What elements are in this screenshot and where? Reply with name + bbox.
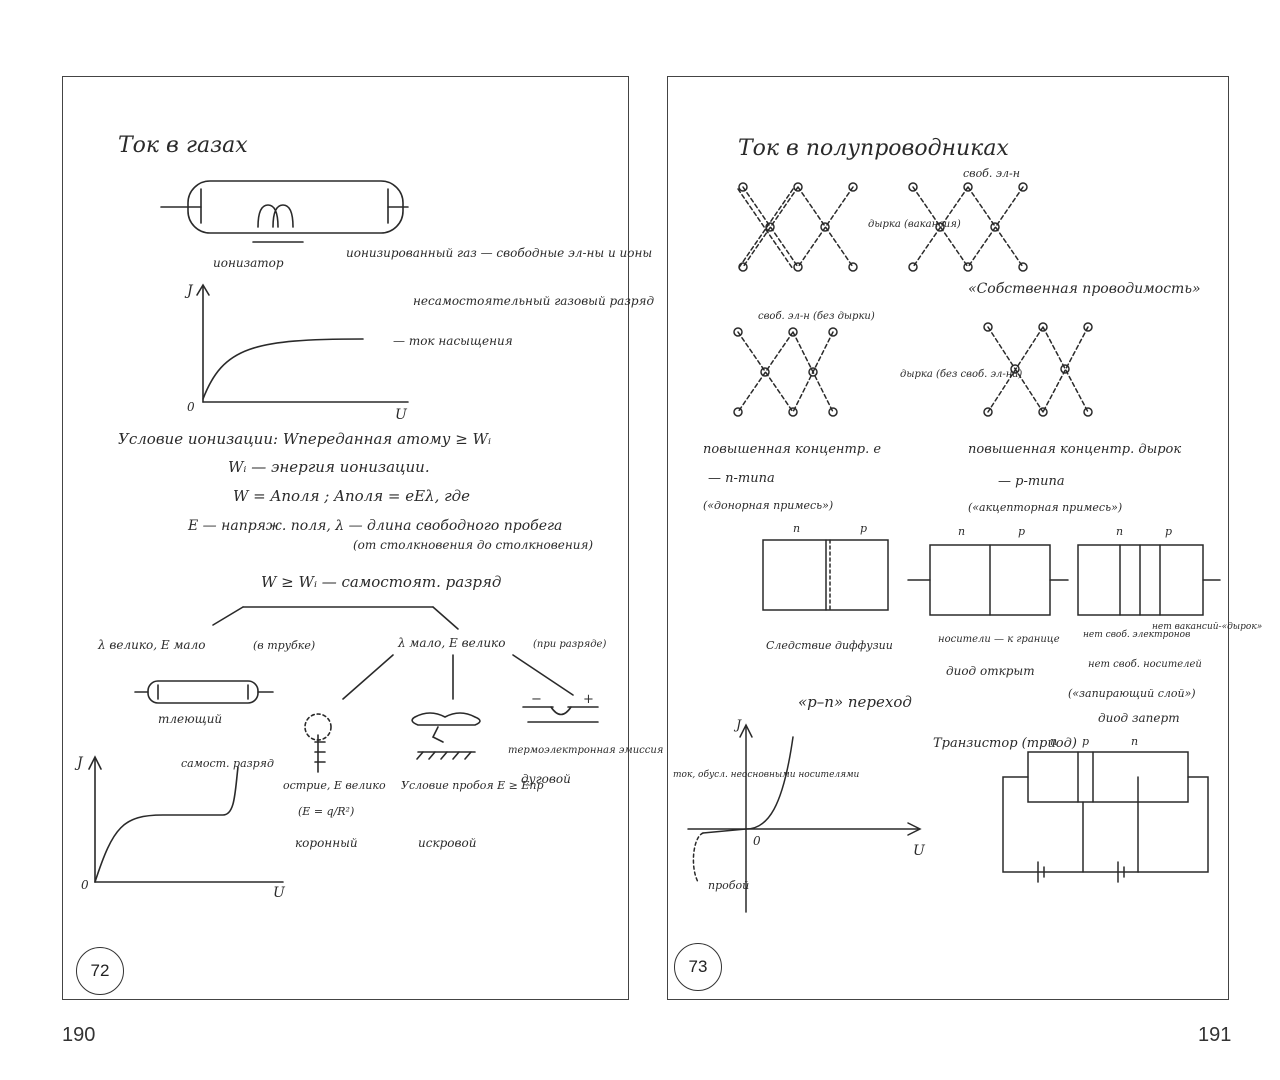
arc-icon — [522, 706, 599, 723]
breakdown-label: пробой — [708, 879, 749, 892]
corona-label: коронный — [295, 836, 358, 850]
branch-left-label: λ велико, E мало — [97, 638, 205, 652]
transistor-n1: n — [1050, 735, 1057, 748]
diffusion-label: Следствие диффузии — [766, 639, 893, 652]
pn-junction-title: «p–n» переход — [798, 693, 912, 711]
ionized-gas-label: ионизированный газ — свободные эл-ны и и… — [346, 246, 652, 260]
branch-right-note: (при разряде) — [533, 639, 606, 650]
spark-condition: Условие пробоя E ≥ Eпр — [401, 779, 544, 792]
ionization-condition: Условие ионизации: Wпереданная атому ≥ W… — [118, 430, 491, 448]
ionizer-label: ионизатор — [213, 256, 284, 270]
diode-open-label: диод открыт — [946, 664, 1035, 678]
gas-tube-diagram — [160, 180, 409, 243]
graph1-u-label: U — [395, 407, 408, 423]
saturation-graph — [196, 283, 409, 403]
transistor-circuit — [1002, 751, 1209, 883]
n-type-label: — n-типа — [708, 471, 775, 486]
hole-nofree-label: дырка (без своб. эл-на) — [900, 369, 1022, 380]
free-electron-nohole-label: своб. эл-н (без дырки) — [758, 311, 875, 322]
n-concentration-label: повышенная концентр. e — [703, 442, 881, 457]
box2-n: n — [958, 525, 965, 538]
glow-tube-icon — [134, 680, 274, 704]
pn-box-2 — [907, 544, 1069, 616]
spark-icon — [411, 712, 481, 760]
wi-definition: Wᵢ — энергия ионизации. — [228, 458, 430, 476]
arc-note: термоэлектронная эмиссия — [508, 745, 663, 756]
hole-label: дырка (вакансия) — [868, 219, 961, 230]
e-definition: E — напряж. поля, λ — длина свободного п… — [187, 518, 562, 534]
box3-n: n — [1116, 525, 1123, 538]
corona-note: острие, E велико — [283, 779, 386, 792]
box3-p: p — [1165, 525, 1172, 538]
left-page-drawing: Ток в газах ионизатор ионизированный газ… — [74, 133, 663, 901]
right-notebook-page: Ток в полупроводниках своб. эл-н дырка (… — [667, 76, 1262, 1000]
free-electron-label: своб. эл-н — [963, 167, 1020, 180]
self-discharge-graph-label: самост. разряд — [181, 757, 274, 770]
corona-formula: (E = q/R²) — [298, 805, 354, 818]
right-notebook-page-number: 73 — [674, 943, 722, 991]
spark-label: искровой — [418, 836, 476, 850]
corona-icon — [304, 713, 332, 773]
open-note: носители — к границе — [938, 634, 1060, 645]
arc-minus: − — [531, 692, 542, 707]
left-title: Ток в газах — [118, 133, 248, 158]
blocking-layer-label: («запирающий слой») — [1068, 687, 1196, 700]
lattice-n-atoms — [733, 327, 838, 417]
lattice-pure-left-atoms — [738, 182, 858, 272]
closed-right-note: нет вакансий-«дырок» — [1152, 622, 1262, 632]
lattice-n — [737, 331, 834, 413]
right-book-page-number: 191 — [1198, 1024, 1232, 1046]
pn-iv-graph — [687, 723, 922, 913]
self-discharge-graph — [88, 755, 284, 883]
saturation-label: — ток насыщения — [393, 334, 513, 348]
transistor-n2: n — [1131, 735, 1138, 748]
pn-box-1 — [762, 539, 889, 611]
closed-left-note: нет своб. электронов — [1083, 629, 1190, 640]
iv-j-label: J — [733, 718, 742, 733]
collision-note: (от столкновения до столкновения) — [353, 538, 593, 552]
own-conductivity-label: «Собственная проводимость» — [968, 281, 1201, 297]
box1-n: n — [793, 522, 800, 535]
iv-u-label: U — [913, 843, 926, 859]
right-page-drawing: Ток в полупроводниках своб. эл-н дырка (… — [673, 136, 1262, 913]
w-formula: W = Aполя ; Aполя = eEλ, где — [233, 487, 470, 505]
box2-p: p — [1018, 525, 1025, 538]
diode-closed-label: диод заперт — [1098, 711, 1180, 725]
lattice-p-atoms — [983, 322, 1093, 417]
lattice-pure-left — [737, 186, 854, 270]
graph1-origin: 0 — [187, 400, 195, 414]
left-book-page-number: 190 — [62, 1024, 96, 1046]
graph2-origin: 0 — [81, 878, 89, 892]
box1-p: p — [860, 522, 867, 535]
donor-label: («донорная примесь») — [703, 499, 833, 512]
iv-origin: 0 — [753, 834, 761, 848]
lattice-pure-right — [912, 186, 1024, 268]
discharge-tree-lines — [212, 606, 574, 700]
arc-plus: + — [583, 692, 594, 707]
p-concentration-label: повышенная концентр. дырок — [968, 442, 1181, 457]
right-title: Ток в полупроводниках — [738, 136, 1009, 161]
non-self-discharge-label: несамостоятельный газовый разряд — [413, 294, 654, 308]
graph1-j-label: J — [184, 283, 194, 299]
pn-box-3 — [1077, 544, 1221, 616]
arc-label: дуговой — [521, 772, 571, 786]
branch-right-label: λ мало, E велико — [397, 636, 505, 650]
minority-carriers-note: ток, обусл. неосновными носителями — [673, 769, 860, 780]
p-type-label: — p-типа — [998, 474, 1065, 489]
left-notebook-page: Ток в газах ионизатор ионизированный газ… — [62, 76, 663, 1000]
no-carriers-note: нет своб. носителей — [1088, 659, 1202, 670]
lattice-pure-right-atoms — [908, 182, 1028, 272]
glow-label: тлеющий — [158, 712, 222, 726]
graph2-j-label: J — [74, 755, 84, 771]
graph2-u-label: U — [273, 885, 286, 901]
lattice-p — [987, 326, 1089, 413]
self-discharge-condition: W ≥ Wᵢ — самостоят. разряд — [261, 573, 501, 591]
acceptor-label: («акцепторная примесь») — [968, 501, 1122, 514]
transistor-label: Транзистор (триод) — [933, 736, 1077, 751]
left-notebook-page-number: 72 — [76, 947, 124, 995]
transistor-p: p — [1082, 735, 1089, 748]
branch-left-note: (в трубке) — [253, 639, 315, 652]
